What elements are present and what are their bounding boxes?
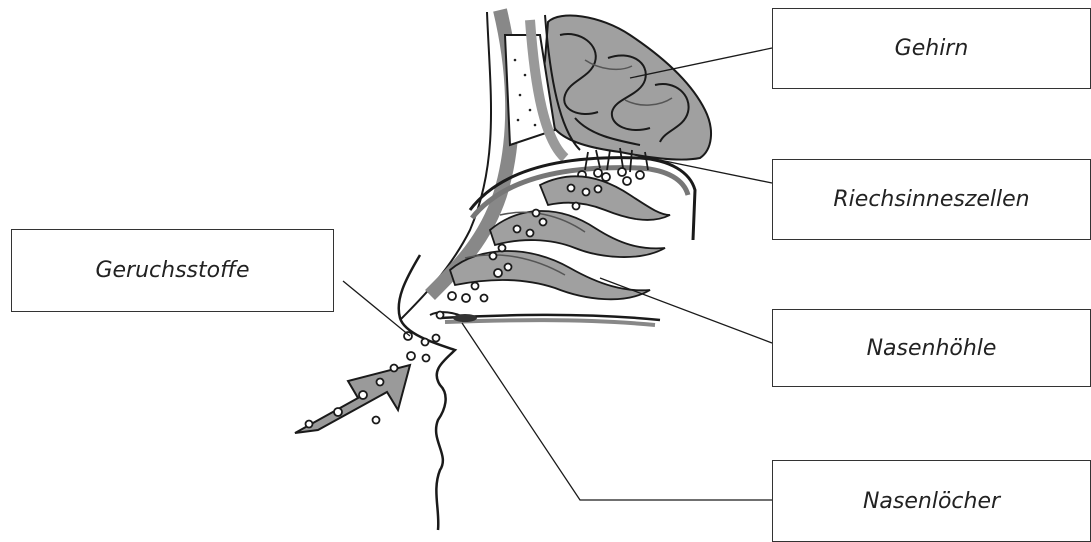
leader-nasenhoehle [600, 278, 772, 343]
label-geruchsstoffe: Geruchsstoffe [11, 229, 334, 312]
label-gehirn: Gehirn [772, 8, 1091, 89]
nasal-floor-shade [445, 320, 655, 325]
face-profile [399, 255, 455, 530]
label-nasenhoehle-text: Nasenhöhle [867, 336, 997, 361]
brain-illustration [543, 16, 711, 160]
label-nasenloecher-text: Nasenlöcher [863, 489, 1000, 514]
nose-hair [453, 314, 477, 322]
leader-riechsinneszellen [650, 158, 772, 183]
label-geruchsstoffe-text: Geruchsstoffe [95, 258, 249, 283]
label-riechsinneszellen: Riechsinneszellen [772, 159, 1091, 240]
leader-nasenloecher [462, 323, 772, 500]
label-nasenloecher: Nasenlöcher [772, 460, 1091, 542]
label-nasenhoehle: Nasenhöhle [772, 309, 1091, 387]
label-riechsinneszellen-text: Riechsinneszellen [833, 187, 1029, 212]
label-gehirn-text: Gehirn [895, 36, 969, 61]
